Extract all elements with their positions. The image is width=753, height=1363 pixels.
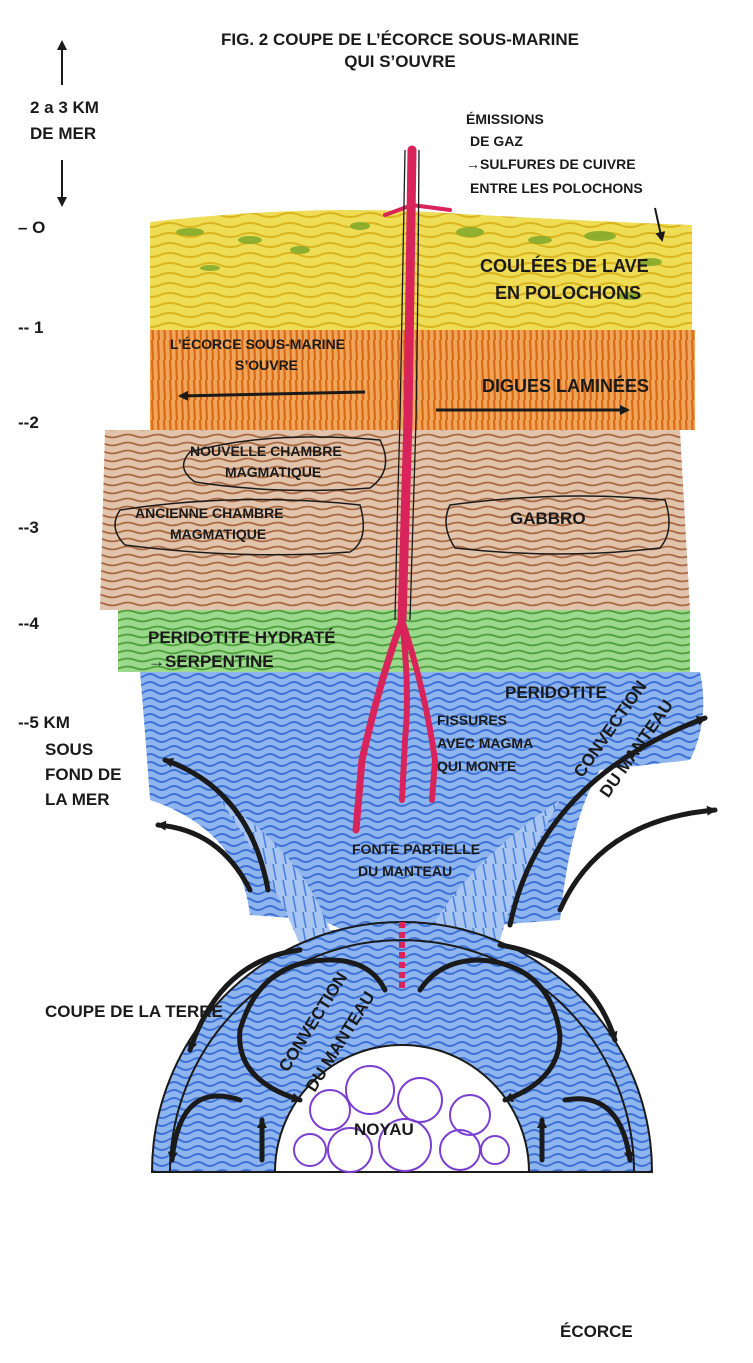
figure-title-line1: FIG. 2 COUPE DE L’ÉCORCE SOUS-MARINE <box>170 30 630 49</box>
depth-tick-5: --5 KM <box>18 713 70 732</box>
bottom-note-line2: FOND DE <box>45 765 122 784</box>
old-chamber-line1: ANCIENNE CHAMBRE <box>135 506 284 522</box>
fissures-line1: FISSURES <box>437 713 507 729</box>
bottom-note-line3: LA MER <box>45 790 110 809</box>
depth-tick-1: -- 1 <box>18 318 44 337</box>
old-chamber-line2: MAGMATIQUE <box>170 527 266 543</box>
fissures-line2: AVEC MAGMA <box>437 736 533 752</box>
emissions-line2: DE GAZ <box>470 134 523 150</box>
new-chamber-line2: MAGMATIQUE <box>225 465 321 481</box>
depth-tick-4: --4 <box>18 614 39 633</box>
gabbro-label: GABBRO <box>510 509 586 528</box>
emissions-line3: →SULFURES DE CUIVRE <box>466 157 636 173</box>
emissions-line1: ÉMISSIONS <box>466 112 544 128</box>
lava-label-line1: COULÉES DE LAVE <box>480 256 649 276</box>
crust-opens-line2: S’OUVRE <box>235 358 298 374</box>
earth-section-label: COUPE DE LA TERRE <box>45 1002 223 1021</box>
dikes-label: DIGUES LAMINÉES <box>482 376 649 396</box>
sea-depth-label-line1: 2 a 3 KM <box>30 98 99 117</box>
depth-tick-0: – O <box>18 218 45 237</box>
figure-title-line2: QUI S’OUVRE <box>170 52 630 71</box>
depth-tick-3: --3 <box>18 518 39 537</box>
crust-label: ÉCORCE <box>560 1322 633 1341</box>
partial-melt-line2: DU MANTEAU <box>358 864 452 880</box>
sea-depth-label-line2: DE MER <box>30 124 96 143</box>
lava-label-line2: EN POLOCHONS <box>495 283 641 303</box>
peridotite-hydrated-line2: →SERPENTINE <box>148 652 274 671</box>
depth-tick-2: --2 <box>18 413 39 432</box>
peridotite-label: PERIDOTITE <box>505 683 607 702</box>
new-chamber-line1: NOUVELLE CHAMBRE <box>190 444 342 460</box>
peridotite-hydrated-line1: PERIDOTITE HYDRATÉ <box>148 628 336 647</box>
core-label: NOYAU <box>354 1120 414 1139</box>
bottom-note-line1: SOUS <box>45 740 93 759</box>
fissures-line3: QUI MONTE <box>437 759 516 775</box>
partial-melt-line1: FONTE PARTIELLE <box>352 842 480 858</box>
crust-opens-line1: L’ÉCORCE SOUS-MARINE <box>170 337 345 353</box>
emissions-line4: ENTRE LES POLOCHONS <box>470 181 643 197</box>
